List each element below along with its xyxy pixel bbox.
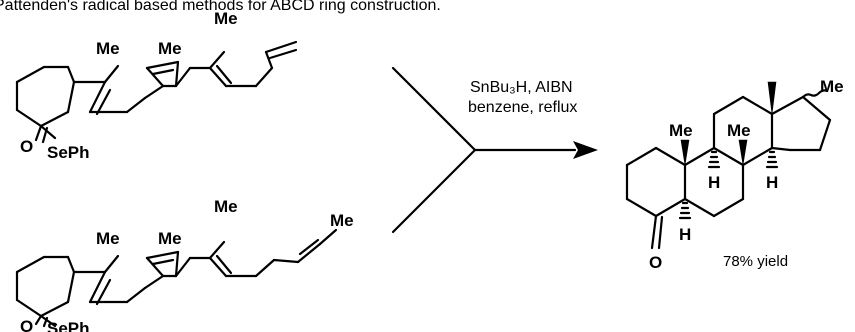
scheme-caption: Pattenden's radical based methods for AB… [0,0,441,14]
reaction-arrow [391,66,598,234]
bottom-methyl-2: Me [158,229,182,248]
product-steroid: Me Me Me H H H O 78% yield [625,77,844,272]
product-methyl-c10: Me [669,121,693,140]
solvent-label: benzene, reflux [468,99,577,116]
bottom-methyl-4: Me [330,211,354,230]
top-methyl-1: Me [96,39,120,58]
arrowhead [573,141,598,159]
c13-methyl-wedge [767,81,777,115]
product-hydrogen-c9: H [708,173,720,192]
c9-hydrogen-hash [707,150,721,169]
c10-methyl-wedge [680,139,690,166]
c8-methyl-wedge [738,139,748,166]
c5-hydrogen-hash [678,201,692,220]
product-oxygen: O [649,253,662,272]
product-methyl-c17: Me [820,77,844,96]
product-hydrogen-c14: H [766,173,778,192]
product-hydrogen-c5: H [679,225,691,244]
product-methyl-c8: Me [727,121,751,140]
reagents-label: SnBu₃H, AIBN [470,79,573,96]
c17-methyl-wavy [801,89,829,99]
top-oxygen: O [20,137,33,156]
bottom-oxygen: O [20,317,33,332]
top-methyl-3: Me [214,9,238,28]
bottom-methyl-3: Me [214,197,238,216]
top-seleno-phenyl: SePh [47,143,90,162]
top-methyl-2: Me [158,39,182,58]
bottom-methyl-1: Me [96,229,120,248]
c14-hydrogen-hash [765,150,779,169]
substrate-top: Me Me Me O SePh [15,9,298,162]
substrate-bottom: Me Me Me Me O SePh [15,197,354,332]
bottom-seleno-phenyl: SePh [47,319,90,332]
product-yield: 78% yield [723,253,788,270]
